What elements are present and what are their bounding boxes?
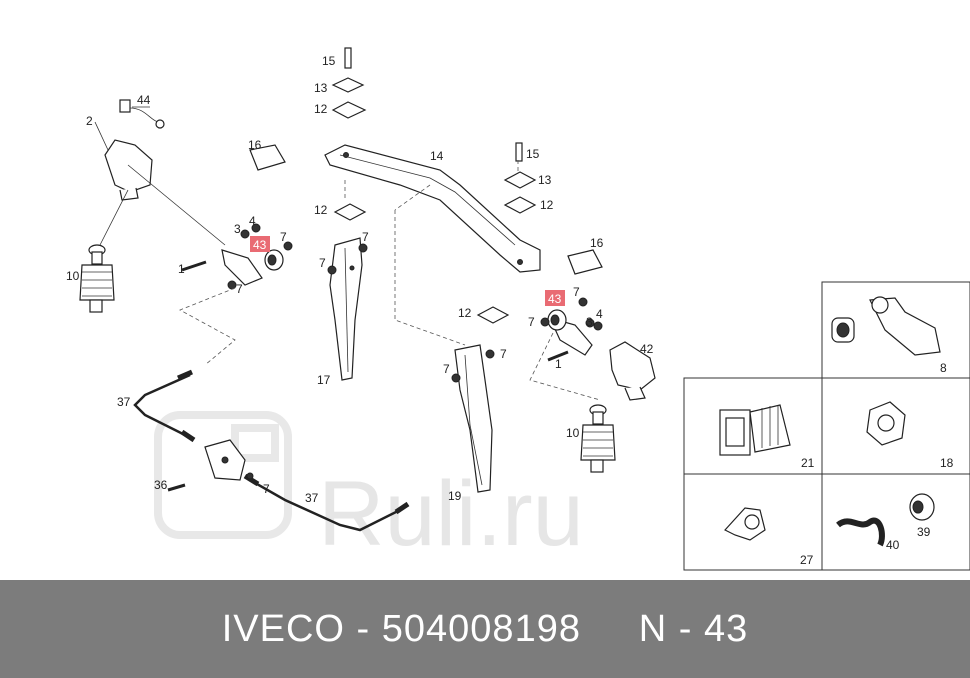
callout-42: 42 <box>640 342 654 356</box>
callout-8: 8 <box>940 361 947 375</box>
callout-12-top: 12 <box>314 102 328 116</box>
valve-block <box>167 439 254 492</box>
plate-16-left <box>249 144 286 171</box>
callout-40: 40 <box>886 538 900 552</box>
callout-15-top: 15 <box>322 54 336 68</box>
leader-lines <box>94 106 601 401</box>
callout-19: 19 <box>448 489 462 503</box>
plates-top-center <box>331 47 367 221</box>
callout-17: 17 <box>317 373 331 387</box>
callout-10-left: 10 <box>66 269 80 283</box>
callout-4-right: 4 <box>596 307 603 321</box>
callout-7-mid-b: 7 <box>319 256 326 270</box>
callout-13-right: 13 <box>538 173 552 187</box>
bracket-17 <box>329 237 363 381</box>
callout-16-right: 16 <box>590 236 604 250</box>
callout-12-right: 12 <box>540 198 554 212</box>
callout-10-right: 10 <box>566 426 580 440</box>
bracket-19 <box>454 344 493 493</box>
shock-absorber-right-10 <box>580 404 616 473</box>
callout-15-right: 15 <box>526 147 540 161</box>
footer-separator: - <box>344 607 382 650</box>
diagram-position: N - 43 <box>638 607 749 650</box>
callout-16-left: 16 <box>248 138 262 152</box>
callout-43-right-highlight <box>545 290 565 306</box>
callout-1-right: 1 <box>555 357 562 371</box>
callout-7-right-c: 7 <box>500 347 507 361</box>
part-number: 504008198 <box>381 607 581 650</box>
plate-16-right <box>567 249 603 275</box>
callout-43-left: 43 <box>253 238 267 252</box>
callout-12-mid: 12 <box>314 203 328 217</box>
crossmember-14 <box>324 144 541 273</box>
callout-27: 27 <box>800 553 814 567</box>
callout-43-right: 43 <box>548 292 562 306</box>
callout-7-right-a: 7 <box>573 285 580 299</box>
sensor-44 <box>119 99 165 129</box>
hydraulic-line-upper-37 <box>133 369 196 443</box>
bush-assembly-right <box>540 297 603 362</box>
callout-39: 39 <box>917 525 931 539</box>
callout-4-left: 4 <box>249 214 256 228</box>
nuts-center <box>327 243 495 383</box>
callout-18: 18 <box>940 456 954 470</box>
callout-labels: 44 2 16 3 4 43 7 1 7 10 37 36 7 37 15 13… <box>66 54 954 567</box>
callout-7-right-d: 7 <box>443 362 450 376</box>
shock-absorber-left-10 <box>79 244 115 313</box>
part-40-hose-icon <box>836 517 885 547</box>
callout-3-left: 3 <box>234 222 241 236</box>
callout-3-right: 3 <box>586 315 593 329</box>
callout-7-left-a: 7 <box>280 230 287 244</box>
callout-36: 36 <box>154 478 168 492</box>
callout-44: 44 <box>137 93 151 107</box>
callout-7-mid-a: 7 <box>362 230 369 244</box>
callout-37-upper: 37 <box>117 395 131 409</box>
footer-gap <box>581 608 639 651</box>
callout-12-lower: 12 <box>458 306 472 320</box>
cab-mount-right-42 <box>609 341 656 401</box>
callout-2: 2 <box>86 114 93 128</box>
callout-21: 21 <box>801 456 815 470</box>
part-info-footer: IVECO - 504008198 N - 43 <box>0 580 970 678</box>
callout-7-lower: 7 <box>263 482 270 496</box>
watermark-logo <box>154 411 292 539</box>
callout-14: 14 <box>430 149 444 163</box>
callout-7-right-b: 7 <box>528 315 535 329</box>
part-39-bush-icon <box>909 493 935 521</box>
parts-diagram: Ruli.ru <box>66 47 970 571</box>
part-18-nut-icon <box>866 401 906 446</box>
cab-mount-left-2 <box>104 139 153 201</box>
callout-13-top: 13 <box>314 81 328 95</box>
callout-7-left-b: 7 <box>236 282 243 296</box>
part-21-connector-icon <box>719 404 791 456</box>
callout-1-left: 1 <box>178 262 185 276</box>
watermark-text: Ruli.ru <box>318 463 584 565</box>
bush-assembly-left <box>181 223 293 290</box>
brand-name: IVECO <box>221 607 345 650</box>
callout-43-left-highlight <box>250 236 270 252</box>
part-27-clip-icon <box>724 507 766 541</box>
part-8-bracket-icon <box>831 296 941 356</box>
plates-right-center <box>476 142 537 324</box>
callout-37-lower: 37 <box>305 491 319 505</box>
